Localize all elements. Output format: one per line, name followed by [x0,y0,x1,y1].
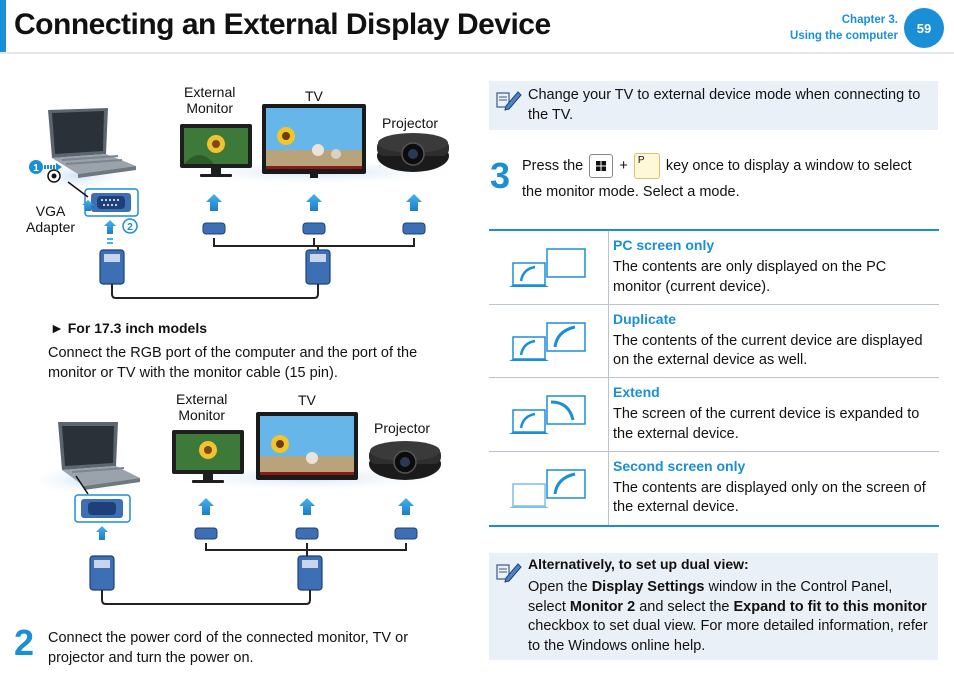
table-row: Duplicate The contents of the current de… [489,304,939,378]
step-2-text: Connect the power cord of the connected … [48,630,409,666]
note-box-dual-view [489,553,938,660]
page-number-badge: 59 [904,8,944,48]
note-dual-display-settings: Display Settings [591,579,705,595]
page-title: Connecting an External Display Device [14,8,551,41]
mode-text-cell: Extend The screen of the current device … [609,378,939,451]
mode-icon-cell [489,304,609,377]
laptop-illustration [48,108,136,178]
table-row: PC screen only The contents are only dis… [489,231,939,305]
mode-icon-cell [489,231,609,304]
device-ports [194,498,418,540]
header-divider [0,52,954,54]
tv-illustration [256,412,358,480]
section-17-inch-text: Connect the RGB port of the computer and… [48,345,418,381]
pc-screen-only-icon [509,248,586,287]
mode-desc-pc-screen-only: The contents are only displayed on the P… [613,259,887,295]
note-dual-expand: Expand to fit to this monitor [733,598,927,615]
step-3-text-after: key once to display a window to select t… [522,158,912,201]
p-key-icon: P [633,153,660,180]
note-pencil-icon [496,91,522,111]
step-3-text: Press the + P key once to display a wind… [522,153,932,205]
note-pencil-icon [496,563,522,583]
vga-plug-left [89,555,115,600]
step-2-number: 2 [14,622,35,663]
label-external-monitor-2: External Monitor [176,391,228,423]
note-dual-p3: and select the [635,598,734,615]
heading-marker: ► [50,320,64,336]
section-heading-17-inch: ► For 17.3 inch models [50,318,207,338]
svg-text:2: 2 [127,222,133,233]
mode-text-cell: Second screen only The contents are disp… [609,452,939,526]
projector-illustration [369,441,441,480]
label-external-monitor: External Monitor [184,84,236,116]
vga-plug-left [99,249,125,294]
note-dual-p4: checkbox to set dual view. For more deta… [528,618,928,654]
mode-desc-duplicate: The contents of the current device are d… [613,332,923,369]
projector-illustration [377,133,449,172]
plus-sign: + [619,158,628,174]
table-row: Extend The screen of the current device … [489,378,939,452]
label-vga-adapter: VGA Adapter [26,203,76,235]
note-dual-p2: window in the Control Panel, select [528,579,893,615]
label-projector: Projector [382,115,439,131]
laptop-illustration [58,422,140,490]
mode-name-pc-screen-only: PC screen only [613,237,715,253]
vga-adapter-icon [84,188,139,217]
duplicate-icon [509,321,586,361]
mode-desc-second-screen-only: The contents are displayed only on the s… [613,479,926,516]
note-dual-p1: Open the [528,579,592,595]
heading-text: For 17.3 inch models [67,320,208,336]
mode-name-extend: Extend [613,384,660,400]
external-monitor-illustration [180,124,252,177]
note-dual-heading: Alternatively, to set up dual view: [528,556,749,572]
device-ports [202,194,426,235]
p-key-letter: P [637,155,645,167]
second-screen-only-icon [509,468,586,508]
mode-name-second-screen-only: Second screen only [613,457,746,474]
label-projector-2: Projector [374,420,431,436]
header-accent-bar [0,0,6,52]
note-tv-text: Change your TV to external device mode w… [528,87,921,123]
vga-plug-right [297,555,323,600]
tv-illustration [262,104,366,178]
table-row: Second screen only The contents are disp… [489,451,939,526]
mode-icon-cell [489,451,609,525]
chapter-label: Chapter 3. Using the computer [790,12,898,44]
note-dual-monitor-2: Monitor 2 [569,598,636,615]
mode-text-cell: PC screen only The contents are only dis… [609,231,939,304]
vga-port-icon [74,494,131,523]
note-dual-text: Open the Display Settings window in the … [528,578,928,656]
mode-name-duplicate: Duplicate [613,310,677,327]
extend-icon [509,395,586,434]
step-3-text-before: Press the [522,158,584,174]
external-monitor-illustration [172,430,244,483]
chapter-title: Using the computer [790,30,898,42]
display-mode-table: PC screen only The contents are only dis… [489,229,939,527]
label-tv: TV [305,88,323,104]
label-tv-2: TV [298,392,316,408]
vga-plug-right [305,249,331,294]
step-3-number: 3 [490,155,511,196]
mode-icon-cell [489,378,609,451]
note-box-tv [489,81,938,130]
chapter-number: Chapter 3. [841,14,898,26]
mode-desc-extend: The screen of the current device is expa… [613,406,920,442]
svg-text:1: 1 [33,163,39,174]
diagram-connection-vga: 1 [23,104,458,299]
diagram-connection-direct [26,412,458,605]
windows-key-icon [589,154,614,179]
mode-text-cell: Duplicate The contents of the current de… [609,305,939,378]
